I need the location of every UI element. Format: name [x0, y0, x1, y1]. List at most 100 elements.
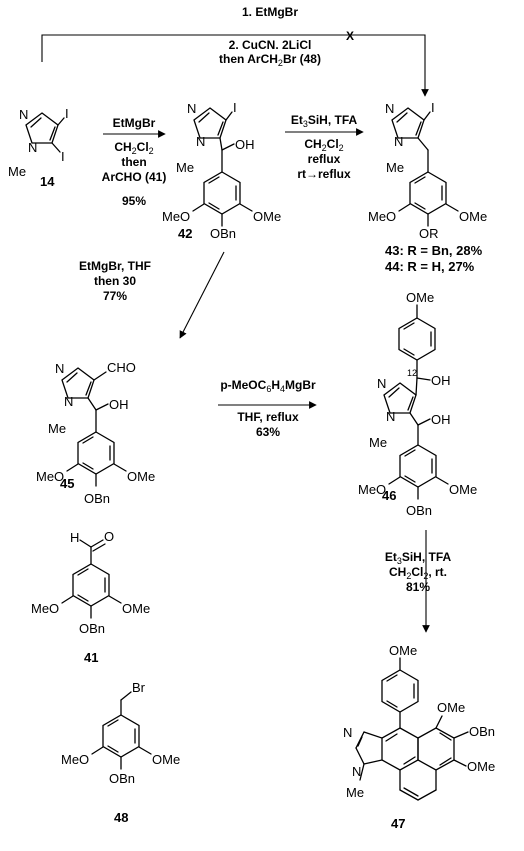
svg-text:N: N [385, 101, 394, 116]
svg-text:N: N [394, 134, 403, 149]
svg-text:OMe: OMe [152, 752, 180, 767]
svg-text:N: N [196, 134, 205, 149]
svg-text:OBn: OBn [210, 226, 236, 241]
svg-text:I: I [233, 100, 237, 115]
compound-45: N N CHO OH Me MeO OMe OBn 45 [36, 360, 155, 506]
svg-text:N: N [55, 361, 64, 376]
svg-text:EtMgBr, THF: EtMgBr, THF [79, 259, 151, 273]
svg-text:O: O [104, 529, 114, 544]
svg-text:N: N [352, 764, 361, 779]
svg-text:CHO: CHO [107, 360, 136, 375]
compound-42-label: 42 [178, 226, 192, 241]
svg-text:OMe: OMe [449, 482, 477, 497]
svg-text:CH2Cl2: CH2Cl2 [114, 140, 153, 156]
reaction-2: Et3SiH, TFA CH2Cl2 reflux rt→reflux [285, 113, 364, 181]
reaction-3: EtMgBr, THF then 30 77% [79, 251, 225, 339]
atom-i: I [65, 106, 69, 121]
compound-41-label: 41 [84, 650, 98, 665]
svg-text:63%: 63% [256, 425, 280, 439]
svg-text:OMe: OMe [459, 209, 487, 224]
compound-46: OMe 12 OH N N OH Me MeO OMe OBn 46 [358, 290, 477, 518]
atom-i: I [61, 149, 65, 164]
compound-48: Br MeO OMe OBn 48 [61, 680, 180, 825]
svg-text:Et3SiH, TFA: Et3SiH, TFA [291, 113, 358, 129]
svg-text:EtMgBr: EtMgBr [113, 116, 156, 130]
svg-text:N: N [343, 725, 352, 740]
svg-text:OH: OH [109, 397, 129, 412]
top-step1: 1. EtMgBr [242, 5, 298, 19]
svg-text:Et3SiH, TFA: Et3SiH, TFA [385, 550, 452, 566]
svg-text:OBn: OBn [469, 724, 495, 739]
svg-text:CH2Cl2: CH2Cl2 [304, 137, 343, 153]
svg-text:ArCHO (41): ArCHO (41) [102, 170, 167, 184]
compound-14: N N I I Me 14 [8, 106, 69, 189]
svg-text:Me: Me [369, 435, 387, 450]
compound-42: N N I OH Me MeO OMe OBn 42 [162, 100, 281, 241]
reaction-1: EtMgBr CH2Cl2 then ArCHO (41) 95% [102, 116, 167, 208]
svg-text:CH2Cl2, rt.: CH2Cl2, rt. [389, 565, 447, 581]
compound-43-44: N N I Me MeO OMe OR 43: R = Bn, 28% 44: … [368, 100, 487, 274]
svg-text:MeO: MeO [358, 482, 386, 497]
svg-text:Me: Me [176, 160, 194, 175]
svg-text:MeO: MeO [36, 469, 64, 484]
svg-text:Me: Me [386, 160, 404, 175]
svg-text:N: N [187, 101, 196, 116]
svg-text:rt→reflux: rt→reflux [297, 167, 351, 181]
atom-me: Me [8, 164, 26, 179]
compound-48-label: 48 [114, 810, 128, 825]
top-route: 1. EtMgBr 2. CuCN. 2LiCl then ArCH2Br (4… [41, 5, 429, 97]
svg-text:OMe: OMe [437, 700, 465, 715]
svg-text:OH: OH [431, 412, 451, 427]
svg-text:I: I [431, 100, 435, 115]
reaction-5: Et3SiH, TFA CH2Cl2, rt. 81% [385, 530, 452, 633]
top-step3: then ArCH2Br (48) [219, 52, 321, 68]
svg-text:Br: Br [132, 680, 146, 695]
svg-text:OBn: OBn [406, 503, 432, 518]
top-step2: 2. CuCN. 2LiCl [229, 38, 312, 52]
svg-text:then: then [121, 155, 146, 169]
svg-text:OMe: OMe [122, 601, 150, 616]
svg-text:MeO: MeO [162, 209, 190, 224]
top-route-arrow [41, 34, 429, 97]
svg-text:then 30: then 30 [94, 274, 136, 288]
compound-14-label: 14 [40, 174, 55, 189]
svg-text:77%: 77% [103, 289, 127, 303]
compound-47: OMe OMe OBn OMe N N Me 47 [343, 643, 495, 831]
compound-45-label: 45 [60, 476, 74, 491]
svg-text:OBn: OBn [79, 621, 105, 636]
svg-text:MeO: MeO [31, 601, 59, 616]
svg-text:OMe: OMe [467, 759, 495, 774]
svg-text:OH: OH [235, 137, 255, 152]
svg-text:H: H [70, 530, 79, 545]
svg-text:Me: Me [346, 785, 364, 800]
svg-text:OBn: OBn [109, 771, 135, 786]
svg-text:OBn: OBn [84, 491, 110, 506]
atom-n: N [28, 140, 37, 155]
svg-text:Me: Me [48, 421, 66, 436]
compound-41: H O MeO OMe OBn 41 [31, 529, 150, 665]
svg-text:reflux: reflux [308, 152, 341, 166]
svg-text:MeO: MeO [368, 209, 396, 224]
svg-text:81%: 81% [406, 580, 430, 594]
svg-text:OMe: OMe [406, 290, 434, 305]
compound-43-label: 43: R = Bn, 28% [385, 243, 483, 258]
reaction-4: p-MeOC6H4MgBr THF, reflux 63% [218, 378, 317, 439]
svg-text:OMe: OMe [253, 209, 281, 224]
svg-text:95%: 95% [122, 194, 146, 208]
blocked-cross: X [346, 29, 354, 43]
svg-text:p-MeOC6H4MgBr: p-MeOC6H4MgBr [220, 378, 316, 394]
svg-text:N: N [64, 394, 73, 409]
svg-text:12: 12 [407, 368, 417, 378]
svg-text:N: N [386, 409, 395, 424]
atom-n: N [19, 107, 28, 122]
svg-text:OMe: OMe [127, 469, 155, 484]
compound-44-label: 44: R = H, 27% [385, 259, 475, 274]
svg-text:THF, reflux: THF, reflux [237, 410, 299, 424]
svg-text:MeO: MeO [61, 752, 89, 767]
svg-text:OR: OR [419, 226, 439, 241]
compound-47-label: 47 [391, 816, 405, 831]
svg-text:OMe: OMe [389, 643, 417, 658]
svg-text:OH: OH [431, 373, 451, 388]
compound-46-label: 46 [382, 488, 396, 503]
